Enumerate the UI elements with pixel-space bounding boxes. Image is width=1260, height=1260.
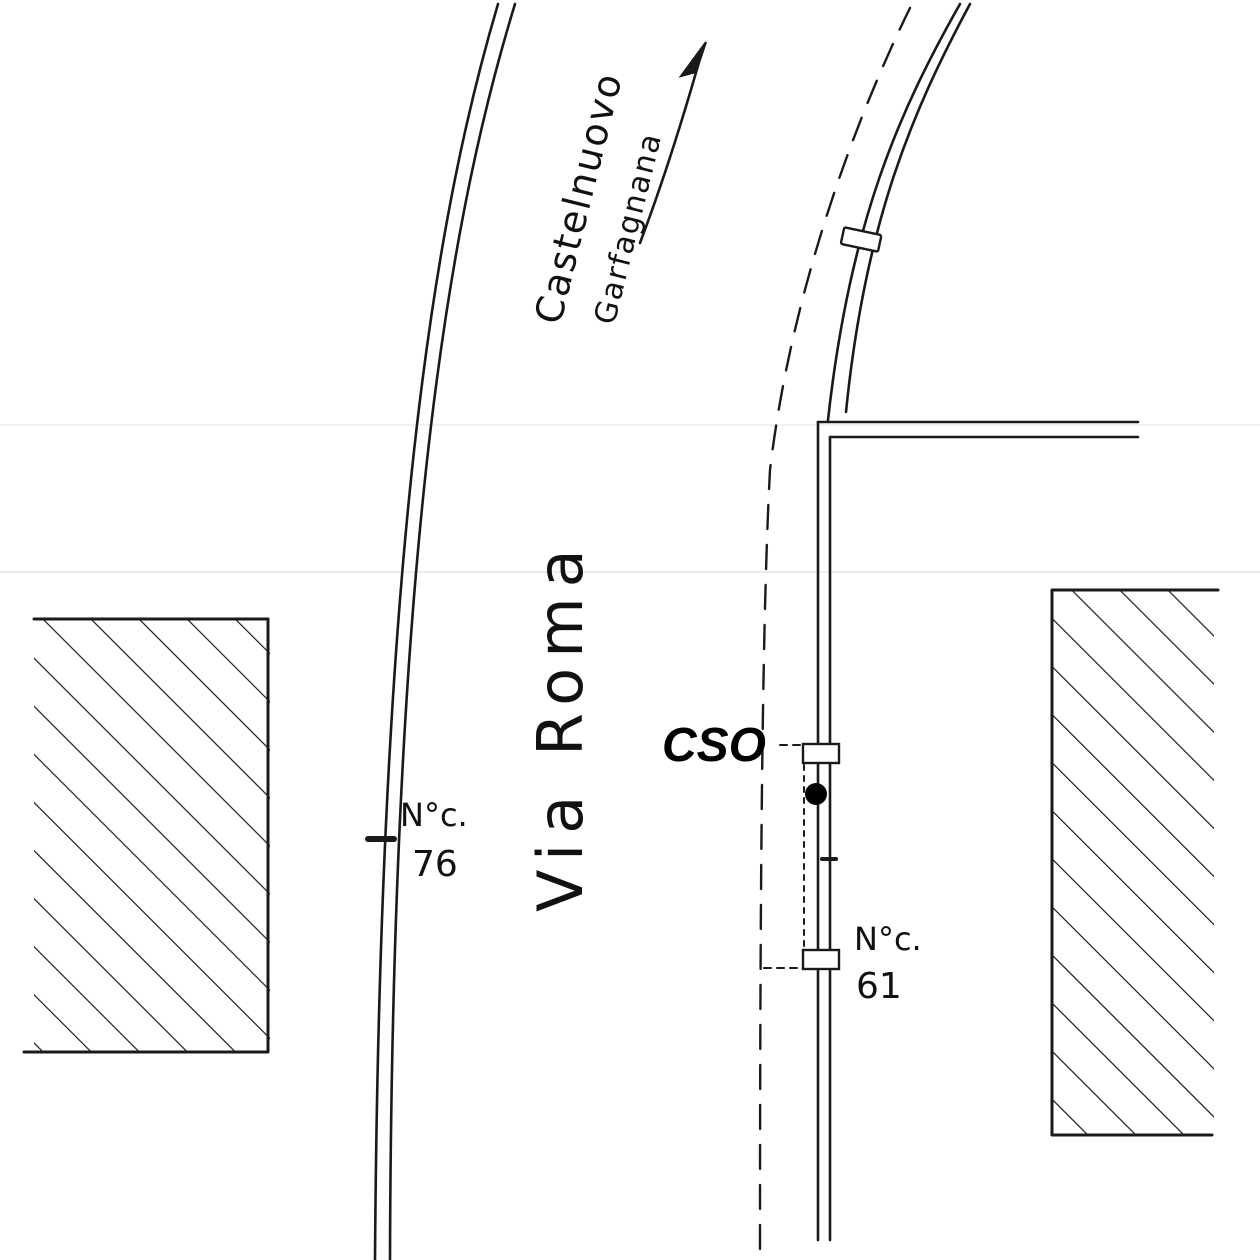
right-building	[1050, 588, 1220, 1137]
right-road-edge-straight	[816, 420, 832, 1242]
street-name-label: Via Roma	[524, 539, 597, 912]
left-road-edge	[373, 2, 517, 1260]
house-number-right-prefix: N°c.	[854, 920, 922, 958]
direction-arrow	[638, 41, 707, 245]
cso-top-marker-box	[801, 742, 841, 765]
right-road-edge-curve	[826, 2, 972, 422]
house-number-right-value: 61	[856, 966, 902, 1007]
cso-label: CSO	[662, 719, 766, 772]
house-number-left-prefix: N°c.	[400, 796, 468, 834]
left-building	[22, 617, 270, 1054]
dashed-lane-line	[758, 6, 912, 1252]
side-street-edge	[816, 420, 1140, 439]
curb-marker-box	[839, 226, 883, 253]
cso-bottom-marker-box	[801, 948, 841, 971]
house-number-left-value: 76	[412, 844, 458, 885]
cso-point-marker	[805, 783, 827, 805]
